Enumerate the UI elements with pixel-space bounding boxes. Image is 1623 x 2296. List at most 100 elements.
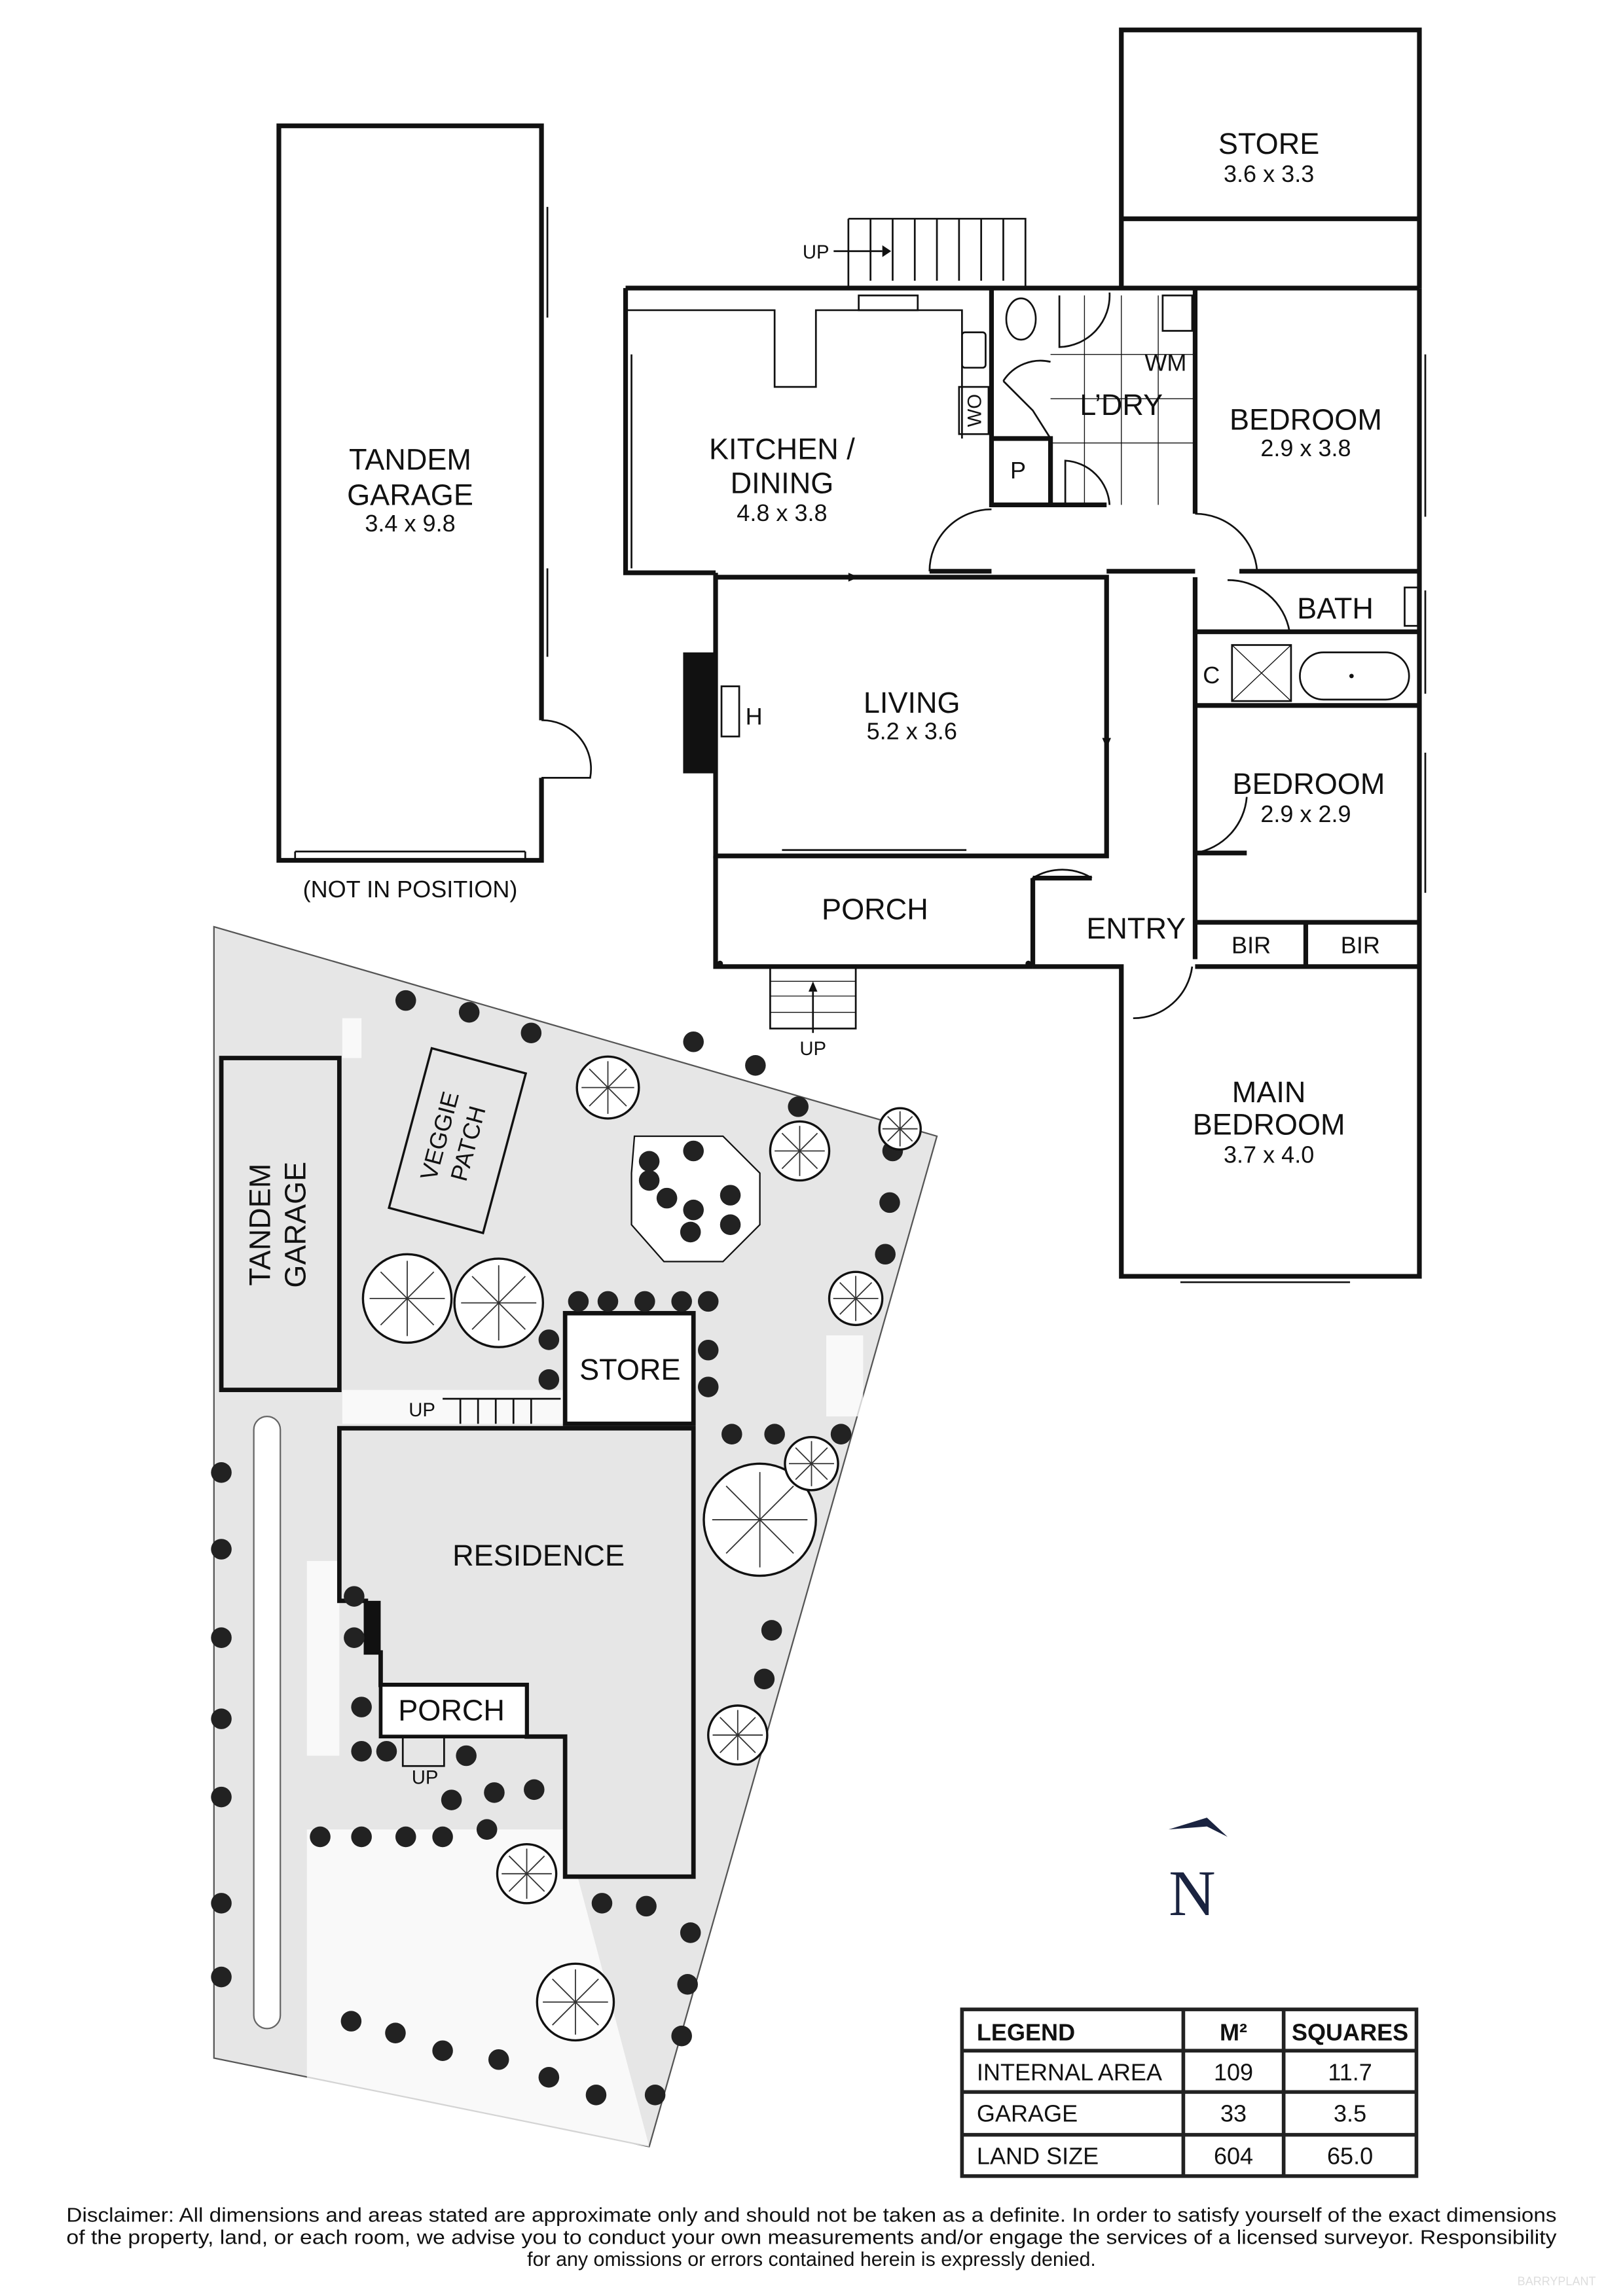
shrub-icon xyxy=(310,1826,331,1848)
site-garage-label-2: GARAGE xyxy=(279,1162,312,1288)
north-label: N xyxy=(1169,1858,1216,1929)
veggie-patch: VEGGIE PATCH xyxy=(388,1047,528,1234)
shrub-icon xyxy=(754,1668,775,1690)
bedroom1-size: 2.9 x 3.8 xyxy=(1260,435,1351,461)
wall-oven xyxy=(958,386,990,435)
front-stairs-up-label: UP xyxy=(799,1038,826,1060)
shrub-icon xyxy=(697,1339,719,1361)
laundry-room: WM L’DRY xyxy=(1002,292,1195,505)
shrub-icon xyxy=(538,1369,560,1390)
main-bedroom: MAIN BEDROOM 3.7 x 4.0 xyxy=(1180,1075,1351,1283)
shrub-icon xyxy=(680,1922,701,1943)
legend-row: LAND SIZE 604 65.0 xyxy=(977,2143,1373,2170)
tandem-garage-room: TANDEM GARAGE 3.4 x 9.8 (NOT IN POSITION… xyxy=(276,123,593,903)
legend-row: INTERNAL AREA 109 11.7 xyxy=(977,2058,1372,2085)
cooktop-icon xyxy=(961,331,987,369)
trees xyxy=(211,990,922,2106)
garage-size: 3.4 x 9.8 xyxy=(365,510,455,537)
heater-label: H xyxy=(746,703,763,730)
shrub-icon xyxy=(721,1424,742,1444)
bedroom-1: BEDROOM 2.9 x 3.8 xyxy=(1195,354,1427,571)
shrub-icon xyxy=(764,1424,785,1444)
legend-row-m2: 109 xyxy=(1214,2058,1253,2085)
shrub-icon xyxy=(636,1895,657,1917)
disclaimer: Disclaimer: All dimensions and areas sta… xyxy=(66,2204,1557,2271)
shrub-icon xyxy=(351,1740,372,1762)
shrub-icon xyxy=(211,1966,232,1988)
fireplace xyxy=(683,652,716,774)
shrub-icon xyxy=(351,1696,372,1717)
legend-header-label: LEGEND xyxy=(977,2018,1075,2045)
north-arrow-icon: N xyxy=(1168,1818,1228,1929)
entry-label: ENTRY xyxy=(1086,912,1186,945)
site-garage xyxy=(219,1056,342,1392)
store-size: 3.6 x 3.3 xyxy=(1224,160,1314,187)
shrub-icon xyxy=(484,1782,505,1803)
kitchen-label-1: KITCHEN / xyxy=(709,433,855,466)
legend-row-label: LAND SIZE xyxy=(977,2143,1099,2170)
legend-row-label: INTERNAL AREA xyxy=(977,2058,1162,2085)
shrub-icon xyxy=(634,1291,655,1312)
shrub-icon xyxy=(683,1140,704,1162)
disclaimer-line-3: for any omissions or errors contained he… xyxy=(527,2248,1096,2270)
site-up-front-label: UP xyxy=(412,1767,439,1788)
store-room: STORE 3.6 x 3.3 xyxy=(1119,27,1422,289)
legend-header-squares: SQUARES xyxy=(1292,2018,1408,2045)
driveway-strip xyxy=(253,1416,282,2030)
bathtub-icon xyxy=(1299,651,1410,701)
bath-label: BATH xyxy=(1297,592,1374,625)
sink-icon xyxy=(858,295,919,312)
bir2-label: BIR xyxy=(1341,932,1380,959)
shrub-icon xyxy=(720,1214,741,1235)
shrub-icon xyxy=(395,1826,416,1848)
site-residence-label: RESIDENCE xyxy=(452,1539,625,1572)
kitchen-size: 4.8 x 3.8 xyxy=(737,499,827,526)
shrub-icon xyxy=(697,1376,719,1397)
disclaimer-line-1: Disclaimer: All dimensions and areas sta… xyxy=(66,2204,1556,2227)
shrub-icon xyxy=(211,1627,232,1648)
bedroom-2: BEDROOM 2.9 x 2.9 xyxy=(1195,753,1427,893)
shrub-icon xyxy=(671,1291,692,1312)
shrub-icon xyxy=(538,2067,560,2088)
shrub-icon xyxy=(644,2085,666,2106)
shrub-icon xyxy=(211,1539,232,1560)
disclaimer-line-2: of the property, land, or each room, we … xyxy=(66,2226,1557,2248)
shrub-icon xyxy=(211,1708,232,1729)
site-plan: TANDEM GARAGE VEGGIE PATCH STORE UP RESI… xyxy=(211,925,938,2148)
shrub-icon xyxy=(671,2025,692,2047)
legend-row-m2: 33 xyxy=(1220,2100,1247,2126)
site-store-label: STORE xyxy=(579,1353,680,1386)
cupboard-label: C xyxy=(1203,662,1220,689)
bir1-label: BIR xyxy=(1231,932,1271,959)
shrub-icon xyxy=(344,1586,365,1607)
living-size: 5.2 x 3.6 xyxy=(867,718,957,745)
shrub-icon xyxy=(638,1170,660,1191)
garage-label-2: GARAGE xyxy=(347,478,473,511)
shrub-icon xyxy=(211,1786,232,1808)
kitchen-fixtures: WO KITCHEN / DINING 4.8 x 3.8 P xyxy=(625,295,1026,571)
store-label: STORE xyxy=(1218,127,1319,160)
shower-icon xyxy=(1231,644,1292,702)
shrub-icon xyxy=(211,1893,232,1914)
legend-row-m2: 604 xyxy=(1214,2143,1253,2170)
washing-machine xyxy=(1161,295,1194,332)
shrub-icon xyxy=(432,2040,453,2062)
rear-stairs-up-label: UP xyxy=(803,242,830,263)
legend-row-squares: 3.5 xyxy=(1334,2100,1366,2126)
shrub-icon xyxy=(761,1620,782,1641)
watermark-logo: BARRYPLANT xyxy=(1518,2275,1596,2288)
pantry-label: P xyxy=(1010,457,1026,484)
shrub-icon xyxy=(351,1826,372,1848)
garage-label-1: TANDEM xyxy=(349,442,471,476)
shrub-icon xyxy=(697,1291,719,1312)
wall-oven-label: WO xyxy=(964,394,986,427)
shrub-icon xyxy=(340,2011,362,2032)
living-room: H LIVING 5.2 x 3.6 xyxy=(683,573,1111,852)
shrub-icon xyxy=(638,1151,660,1172)
laundry-label: L’DRY xyxy=(1080,388,1163,422)
legend-row-label: GARAGE xyxy=(977,2100,1078,2126)
floor-plan: TANDEM GARAGE 3.4 x 9.8 (NOT IN POSITION… xyxy=(276,27,1427,1283)
shrub-icon xyxy=(524,1779,545,1801)
legend-row: GARAGE 33 3.5 xyxy=(977,2100,1366,2126)
toilet-icon xyxy=(1005,297,1037,341)
